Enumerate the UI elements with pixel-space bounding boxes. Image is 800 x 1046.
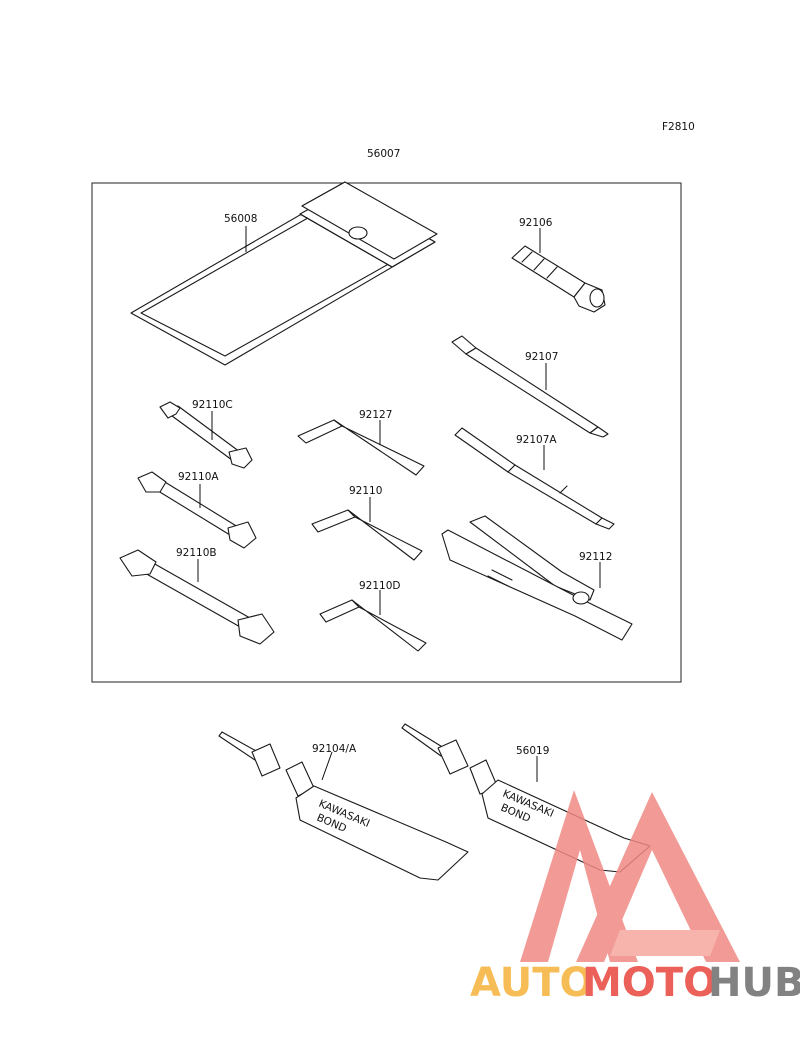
part-label-92107A: 92107A	[516, 434, 557, 446]
part-label-92110C: 92110C	[192, 399, 233, 411]
part-label-92112: 92112	[579, 551, 612, 563]
watermark-logo: AUTO MOTO HUB	[470, 790, 800, 1006]
bond-tube-92104A: KAWASAKI BOND	[218, 731, 469, 881]
kit-number-label: 56007	[367, 148, 400, 160]
socket-tool	[511, 245, 606, 313]
watermark-text-auto: AUTO	[470, 960, 594, 1006]
watermark-triangle-right-icon	[576, 792, 740, 962]
wrench-92110A	[137, 471, 257, 549]
part-label-56008: 56008	[224, 213, 257, 225]
hex-key-92110D	[319, 599, 427, 652]
watermark-base-icon	[610, 930, 720, 956]
wrench-92110B	[119, 549, 275, 645]
figure-code: F2810	[662, 121, 695, 133]
part-label-92104A: 92104/A	[312, 743, 357, 755]
hex-key-92110	[311, 509, 423, 561]
part-label-92110B: 92110B	[176, 547, 217, 559]
part-label-92110D: 92110D	[359, 580, 401, 592]
watermark-text-hub: HUB	[708, 960, 800, 1006]
wrench-92110C	[159, 401, 253, 469]
part-label-56019: 56019	[516, 745, 549, 757]
pliers	[441, 515, 633, 641]
watermark-text-moto: MOTO	[582, 960, 717, 1006]
part-label-92127: 92127	[359, 409, 392, 421]
part-label-92107: 92107	[525, 351, 558, 363]
screwdriver-flat	[454, 427, 615, 530]
tool-bag	[130, 181, 438, 366]
screwdriver-phillips	[451, 335, 609, 438]
kit-frame	[91, 182, 682, 683]
part-label-92110A: 92110A	[178, 471, 219, 483]
part-label-92106: 92106	[519, 217, 553, 229]
hex-key-92127	[297, 419, 425, 476]
part-label-92110: 92110	[349, 485, 382, 497]
